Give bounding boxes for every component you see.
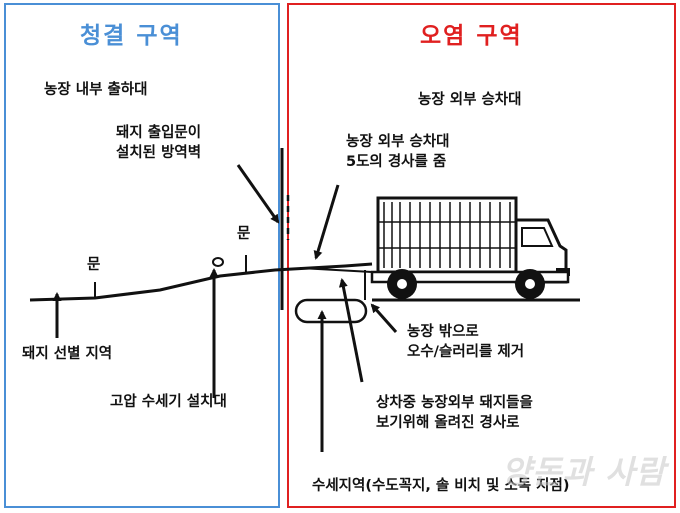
slope-label-line2: 5도의 경사를 줌	[346, 154, 447, 170]
raised-ramp-label-line1: 상차중 농장외부 돼지들을	[376, 395, 533, 411]
drain-pipe	[294, 298, 368, 324]
ground-ramp-line	[29, 262, 373, 302]
washer-label: 고압 수세기 설치대	[110, 394, 227, 410]
drain-label-line1: 농장 밖으로	[407, 324, 479, 340]
wash-area-label: 수세지역(수도꼭지, 솔 비치 및 소독 지점)	[312, 478, 570, 494]
dirty-zone-box	[287, 3, 676, 508]
dirty-zone-title: 오염 구역	[420, 23, 523, 49]
watermark-logo: 양돈과 사람	[501, 453, 666, 491]
clean-zone-box	[4, 3, 280, 508]
truck	[370, 196, 570, 299]
wall-arrow	[236, 164, 280, 224]
truck-trailer	[376, 196, 518, 274]
door-label-left: 문	[87, 257, 101, 273]
slope-label-line1: 농장 외부 승차대	[346, 134, 450, 150]
wall-label-line2: 설치된 방역벽	[116, 145, 202, 161]
washer-nozzle	[212, 257, 224, 267]
truck-chassis	[370, 270, 570, 284]
truck-window	[521, 227, 554, 247]
clean-zone-title: 청결 구역	[80, 23, 183, 49]
door-label-right: 문	[237, 226, 251, 242]
drain-label-line2: 오수/슬러리를 제거	[407, 344, 525, 360]
raised-ramp-arrow	[338, 278, 364, 383]
drain-arrow	[370, 303, 398, 333]
raised-ramp-label-line2: 보기위해 올려진 경사로	[376, 415, 520, 431]
pig-sort-label: 돼지 선별 지역	[22, 346, 113, 362]
wall-label-line1: 돼지 출입문이	[116, 125, 202, 141]
outer-loading-label: 농장 외부 승차대	[418, 92, 522, 108]
slope-arrow	[313, 184, 340, 260]
slope-support	[299, 267, 373, 273]
inner-loading-label: 농장 내부 출하대	[44, 82, 148, 98]
